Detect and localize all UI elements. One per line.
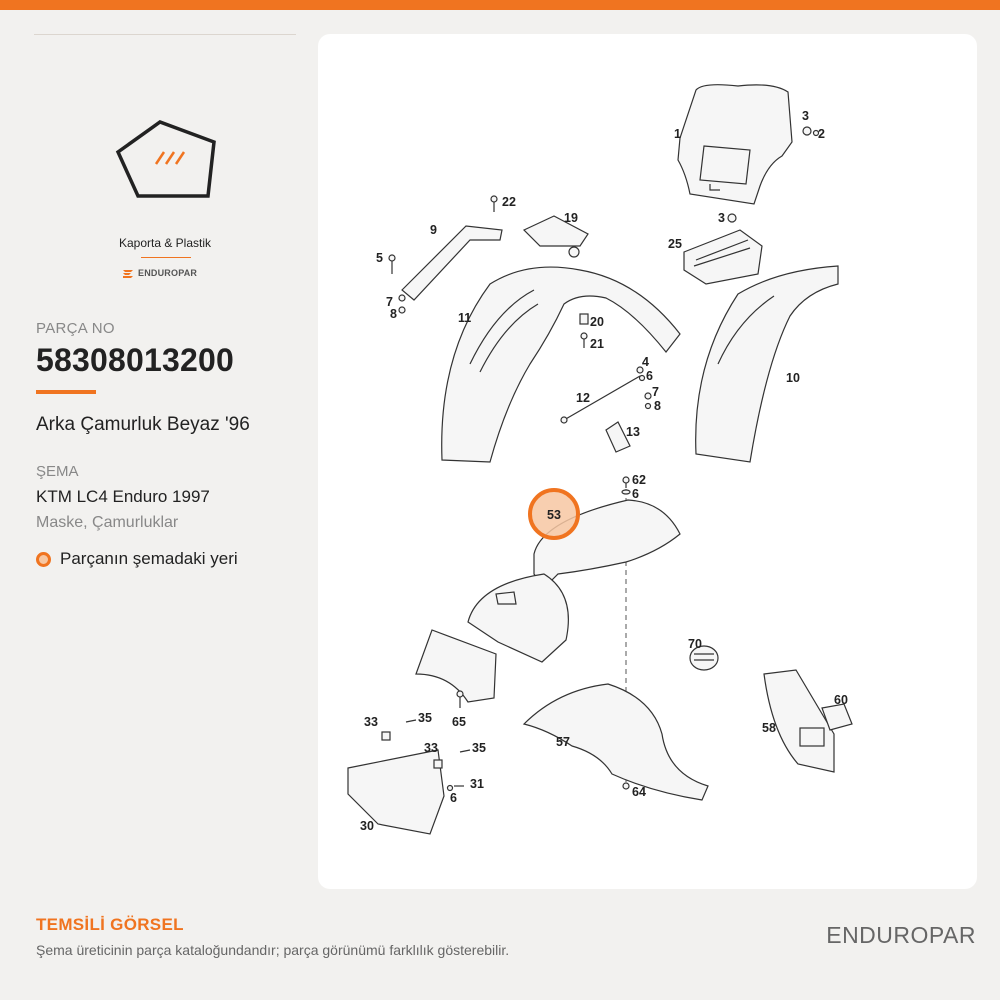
callout: 20 <box>590 315 604 329</box>
callout: 5 <box>376 251 383 265</box>
category-label: Kaporta & Plastik <box>118 236 212 250</box>
callout: 30 <box>360 819 374 833</box>
callout: 4 <box>642 355 649 369</box>
callout: 22 <box>502 195 516 209</box>
callout: 2 <box>818 127 825 141</box>
callout: 62 <box>632 473 646 487</box>
brand-mini-text: ENDUROPAR <box>138 268 198 278</box>
callout: 6 <box>646 369 653 383</box>
callout: 3 <box>802 109 809 123</box>
callout: 7 <box>652 385 659 399</box>
schema-model: KTM LC4 Enduro 1997 <box>36 487 210 506</box>
callout: 21 <box>590 337 604 351</box>
top-divider <box>34 34 296 35</box>
footer-title: TEMSİLİ GÖRSEL <box>36 915 184 934</box>
callout: 64 <box>632 785 646 799</box>
part-number-label: PARÇA NO <box>36 320 115 337</box>
enduropar-logo-icon <box>123 269 133 278</box>
callout: 8 <box>390 307 397 321</box>
callout: 70 <box>688 637 702 651</box>
callout: 57 <box>556 735 570 749</box>
callout: 6 <box>450 791 457 805</box>
parts-diagram: 53 1 2 3 3 22 19 9 5 25 7 8 11 20 21 4 6… <box>318 34 977 889</box>
schema-section: Maske, Çamurluklar <box>36 514 179 531</box>
callout: 1 <box>674 127 681 141</box>
callout: 58 <box>762 721 776 735</box>
part-number: 58308013200 <box>36 342 234 378</box>
top-accent-bar <box>0 0 1000 10</box>
callout: 31 <box>470 777 484 791</box>
footer-note: Şema üreticinin parça kataloğundandır; p… <box>36 942 510 958</box>
callout: 8 <box>654 399 661 413</box>
callout: 10 <box>786 371 800 385</box>
callout: 35 <box>418 711 432 725</box>
legend-text: Parçanın şemadaki yeri <box>60 549 238 568</box>
parts-diagram-drawing: 53 1 2 3 3 22 19 9 5 25 7 8 11 20 21 4 6… <box>347 84 853 835</box>
part-number-underline <box>36 390 96 394</box>
footer-brand: ENDUROPAR <box>826 922 976 948</box>
callout: 33 <box>364 715 378 729</box>
callout: 35 <box>472 741 486 755</box>
highlight-marker-icon <box>36 551 51 567</box>
part-name: Arka Çamurluk Beyaz '96 <box>36 414 250 435</box>
callout: 13 <box>626 425 640 439</box>
callout: 12 <box>576 391 590 405</box>
fender-pentagon-icon <box>115 120 216 198</box>
callout: 60 <box>834 693 848 707</box>
callout: 11 <box>458 311 471 325</box>
callout: 9 <box>430 223 437 237</box>
callout: 65 <box>452 715 466 729</box>
callout: 19 <box>564 211 578 225</box>
schema-label: ŞEMA <box>36 463 79 480</box>
callout: 33 <box>424 741 438 755</box>
brand-mini: ENDUROPAR <box>122 268 197 278</box>
highlight-label: 53 <box>547 508 561 522</box>
callout: 3 <box>718 211 725 225</box>
category-underline <box>141 257 191 258</box>
callout: 25 <box>668 237 682 251</box>
callout: 6 <box>632 487 639 501</box>
callout: 7 <box>386 295 393 309</box>
highlight-circle-53 <box>528 488 580 540</box>
legend: Parçanın şemadaki yeri <box>36 549 238 569</box>
